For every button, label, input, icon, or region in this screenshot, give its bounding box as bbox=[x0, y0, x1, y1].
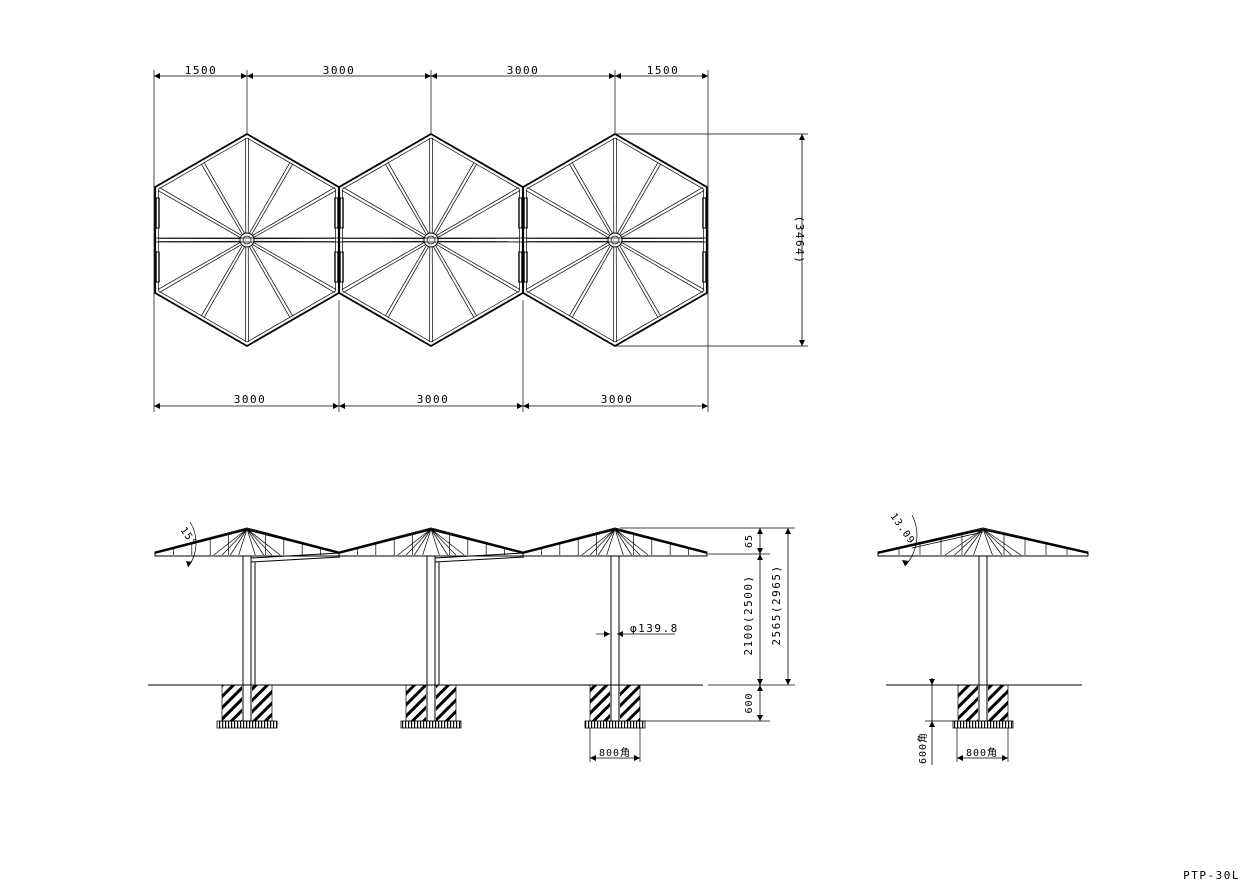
side-elevation: 13.09° 600角 800角 bbox=[877, 511, 1089, 765]
front-unit-3 bbox=[522, 527, 708, 729]
top-dim-3: 3000 bbox=[507, 64, 540, 77]
hexagon-canopy bbox=[522, 132, 708, 348]
foundation-width-dim: 800角 bbox=[589, 728, 641, 762]
pipe-diameter-label: φ139.8 bbox=[630, 622, 679, 635]
pipe-diameter-callout: φ139.8 bbox=[596, 622, 679, 637]
side-foundation-depth-dim: 600角 bbox=[917, 678, 960, 765]
top-dim-2: 3000 bbox=[323, 64, 356, 77]
side-foundation-depth-label: 600角 bbox=[917, 732, 929, 764]
foundation bbox=[400, 684, 462, 729]
hexagon-canopy bbox=[338, 132, 524, 348]
side-foundation-width-dim: 800角 bbox=[956, 728, 1009, 762]
column-height-label: 2100(2500) bbox=[742, 574, 755, 655]
side-unit-body bbox=[877, 527, 1089, 729]
hexagon-canopy bbox=[154, 132, 340, 348]
foundation-width-label: 800角 bbox=[599, 747, 631, 759]
foundation bbox=[216, 684, 278, 729]
side-unit bbox=[877, 527, 1089, 729]
height-dim-label: (3464) bbox=[793, 216, 806, 265]
top-dimension-chain: 1500 3000 3000 1500 bbox=[153, 64, 709, 412]
hexagon-canopies bbox=[154, 132, 708, 348]
front-dimensions: 65 2100(2500) 2565(2965) 600 bbox=[620, 527, 795, 722]
foundation bbox=[584, 684, 646, 729]
height-dimension: (3464) bbox=[615, 133, 808, 347]
side-roof-angle-mark: 13.09° bbox=[888, 511, 921, 567]
plan-view: 1500 3000 3000 1500 3000 3000 3000 (3464… bbox=[153, 64, 808, 412]
bottom-dim-2: 3000 bbox=[417, 393, 450, 406]
front-unit-2 bbox=[338, 527, 524, 729]
total-height-label: 2565(2965) bbox=[770, 564, 783, 645]
roof-angle-mark: 15° bbox=[178, 521, 199, 568]
bottom-dimension-chain: 3000 3000 3000 bbox=[154, 300, 708, 412]
foundation-depth-label: 600 bbox=[744, 692, 755, 713]
front-elevation: 15° 65 2100(2500) 2565(2965) 600 bbox=[148, 521, 795, 762]
drawing-id: PTP-30L bbox=[1183, 869, 1240, 882]
roof-rise-label: 65 bbox=[744, 534, 755, 548]
front-units bbox=[154, 527, 708, 729]
front-unit-1 bbox=[154, 527, 340, 729]
bottom-dim-3: 3000 bbox=[601, 393, 634, 406]
bottom-dim-1: 3000 bbox=[234, 393, 267, 406]
top-dim-4: 1500 bbox=[647, 64, 680, 77]
foundation bbox=[952, 684, 1014, 729]
top-dim-1: 1500 bbox=[185, 64, 218, 77]
side-foundation-width-label: 800角 bbox=[966, 747, 998, 759]
